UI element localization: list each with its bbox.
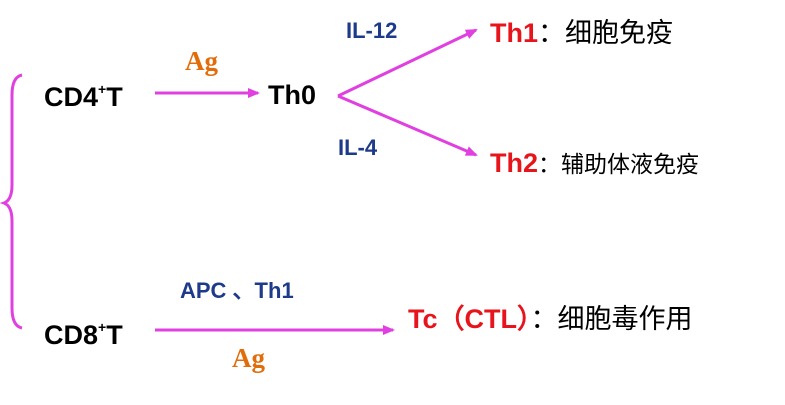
- node-cd4-tail: T: [106, 82, 123, 112]
- node-tc-sep: ：: [530, 304, 558, 335]
- node-tc-function: 细胞毒作用: [557, 304, 693, 335]
- edge-label-il12: IL-12: [346, 18, 398, 43]
- arrow-th0-to-th1: [337, 28, 478, 98]
- node-th2-function: 辅助体液免疫: [561, 152, 700, 178]
- node-cd8-t: CD8+T: [44, 320, 123, 349]
- edge-label-apc-th1: APC 、Th1: [180, 278, 294, 303]
- node-th2-sep: ：: [538, 152, 562, 178]
- node-cd8-main: CD8: [44, 320, 99, 350]
- node-th1-sep: ：: [538, 18, 566, 49]
- node-tc: Tc（CTL）: [408, 304, 531, 334]
- arrow-th0-to-th2: [337, 94, 478, 157]
- node-cd4-sup: +: [98, 81, 107, 97]
- node-th2: Th2: [490, 148, 539, 178]
- node-th1-function: 细胞免疫: [565, 18, 674, 49]
- edge-label-il4: IL-4: [338, 135, 378, 160]
- node-th2-row: Th2：辅助体液免疫: [490, 150, 699, 177]
- group-brace: [0, 73, 23, 330]
- edge-label-cd8-ag: Ag: [232, 343, 265, 373]
- node-tc-row: Tc（CTL）：细胞毒作用: [408, 304, 693, 335]
- node-th0: Th0: [268, 80, 317, 110]
- node-cd8-sup: +: [98, 319, 107, 335]
- node-cd4-t: CD4+T: [44, 82, 123, 111]
- node-th1-row: Th1：细胞免疫: [490, 18, 674, 49]
- node-th1: Th1: [490, 18, 539, 48]
- node-cd8-tail: T: [106, 320, 123, 350]
- node-cd4-main: CD4: [44, 82, 99, 112]
- edge-label-cd4-ag: Ag: [185, 46, 218, 76]
